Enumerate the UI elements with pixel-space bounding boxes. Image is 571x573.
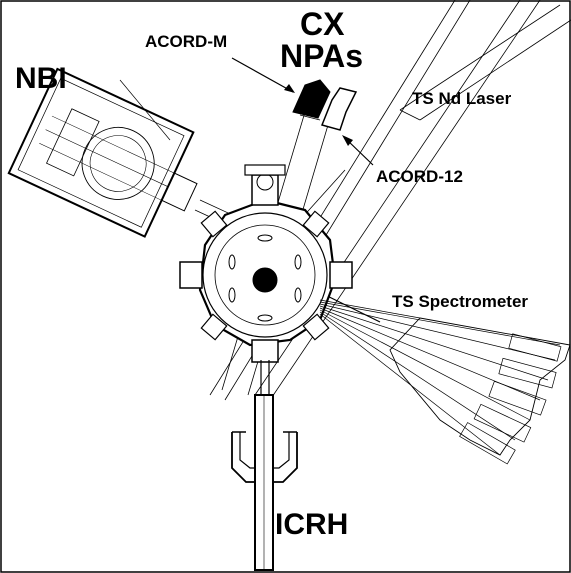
label-acord-12: ACORD-12 [376, 167, 463, 186]
nbi-box [7, 67, 198, 238]
icrh-antenna [231, 360, 298, 571]
tokamak-vessel [179, 164, 353, 363]
label-ts-nd-laser: TS Nd Laser [412, 89, 512, 108]
ts-spectrometer-fan [319, 299, 571, 465]
acord-m-detector [292, 79, 331, 119]
label-icrh: ICRH [275, 508, 349, 541]
label-npas: NPAs [280, 38, 363, 74]
label-nbi: NBI [15, 62, 67, 95]
label-acord-m: ACORD-M [145, 32, 228, 51]
label-ts-spectrometer: TS Spectrometer [392, 292, 529, 311]
acord-12-detector [320, 87, 358, 131]
label-cx: CX [300, 6, 345, 42]
